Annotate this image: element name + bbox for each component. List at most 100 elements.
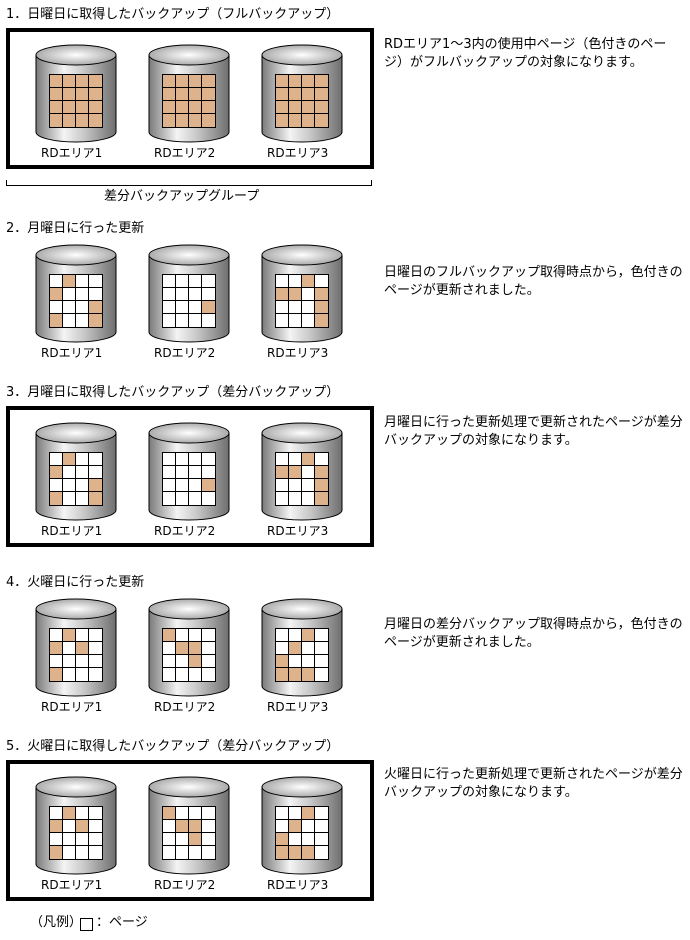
rd-area-label: RDエリア2 <box>154 878 216 892</box>
page <box>89 453 102 466</box>
page <box>76 314 89 327</box>
updated-page <box>289 466 302 479</box>
page <box>89 807 102 820</box>
updated-page <box>189 75 202 88</box>
page <box>176 301 189 314</box>
section-5-frame <box>6 760 374 901</box>
updated-page <box>276 846 289 859</box>
updated-page <box>50 314 63 327</box>
page <box>76 655 89 668</box>
page <box>189 668 202 681</box>
rd-area-label: RDエリア1 <box>41 524 103 538</box>
group-label: 差分バックアップグループ <box>104 189 260 204</box>
updated-page <box>202 88 215 101</box>
page <box>189 492 202 505</box>
page <box>189 466 202 479</box>
page <box>63 846 76 859</box>
database-cylinder: RDエリア2 <box>148 422 230 538</box>
updated-page <box>176 114 189 127</box>
page <box>202 275 215 288</box>
page <box>76 629 89 642</box>
database-cylinder: RDエリア2 <box>148 776 230 892</box>
page <box>202 288 215 301</box>
updated-page <box>163 75 176 88</box>
section-5-description: 火曜日に行った更新処理で更新されたページが差分バックアップの対象になります。 <box>384 767 683 800</box>
page <box>76 301 89 314</box>
page-grid <box>162 806 216 860</box>
legend-suffix: ：ページ <box>96 915 148 930</box>
page <box>189 479 202 492</box>
updated-page <box>315 288 328 301</box>
page <box>202 466 215 479</box>
page <box>189 301 202 314</box>
group-bracket <box>6 180 372 186</box>
updated-page <box>289 642 302 655</box>
page <box>176 655 189 668</box>
updated-page <box>315 479 328 492</box>
page <box>89 820 102 833</box>
rd-area-label: RDエリア2 <box>154 700 216 714</box>
page <box>289 314 302 327</box>
section-3-title: 3．月曜日に取得したバックアップ（差分バックアップ） <box>6 385 340 400</box>
updated-page <box>176 75 189 88</box>
page <box>315 642 328 655</box>
page <box>89 846 102 859</box>
database-cylinder: RDエリア3 <box>261 776 343 892</box>
updated-page <box>89 88 102 101</box>
page <box>176 479 189 492</box>
section-2-title: 2．月曜日に行った更新 <box>6 221 145 236</box>
page <box>176 314 189 327</box>
legend-prefix: （凡例） <box>30 915 83 930</box>
page-grid <box>275 452 329 506</box>
rd-area-label: RDエリア3 <box>267 346 329 360</box>
updated-page <box>163 88 176 101</box>
updated-page <box>276 101 289 114</box>
updated-page <box>50 820 63 833</box>
database-cylinder: RDエリア2 <box>148 44 230 160</box>
rd-area-label: RDエリア2 <box>154 346 216 360</box>
page <box>315 833 328 846</box>
updated-page <box>276 466 289 479</box>
updated-page <box>315 75 328 88</box>
page <box>315 820 328 833</box>
updated-page <box>289 846 302 859</box>
updated-page <box>189 88 202 101</box>
page <box>202 314 215 327</box>
updated-page <box>63 114 76 127</box>
page <box>89 275 102 288</box>
page <box>76 288 89 301</box>
page <box>276 275 289 288</box>
page-grid <box>49 806 103 860</box>
page <box>302 466 315 479</box>
updated-page <box>189 655 202 668</box>
page <box>50 275 63 288</box>
updated-page <box>276 88 289 101</box>
database-cylinder: RDエリア2 <box>148 598 230 714</box>
page <box>315 275 328 288</box>
section-1-frame <box>6 28 374 169</box>
page <box>302 288 315 301</box>
page <box>176 275 189 288</box>
page <box>302 479 315 492</box>
updated-page <box>315 301 328 314</box>
updated-page <box>189 101 202 114</box>
page <box>302 642 315 655</box>
updated-page <box>276 75 289 88</box>
updated-page <box>63 101 76 114</box>
page-grid <box>162 452 216 506</box>
database-cylinder: RDエリア3 <box>261 422 343 538</box>
page <box>163 275 176 288</box>
page <box>276 453 289 466</box>
updated-page <box>163 807 176 820</box>
rd-area-label: RDエリア3 <box>267 700 329 714</box>
page <box>163 820 176 833</box>
updated-page <box>63 75 76 88</box>
page <box>163 479 176 492</box>
page <box>163 846 176 859</box>
updated-page <box>289 288 302 301</box>
updated-page <box>315 88 328 101</box>
page <box>202 642 215 655</box>
page <box>202 807 215 820</box>
updated-page <box>315 101 328 114</box>
updated-page <box>302 114 315 127</box>
